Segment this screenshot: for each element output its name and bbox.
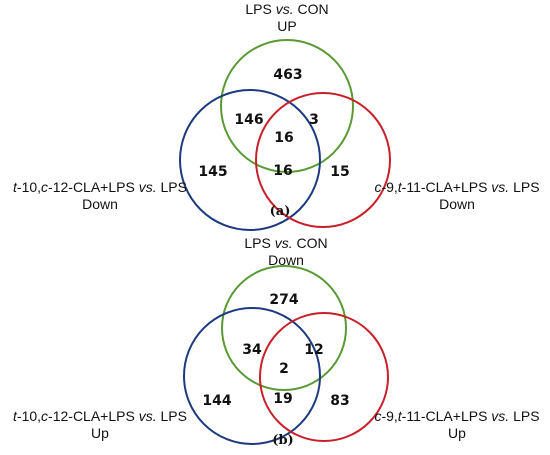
panel-a-count-lps-only: 463 — [273, 67, 302, 83]
panel-b-count-all: 2 — [279, 361, 289, 377]
panel-b-count-t10-only: 144 — [202, 393, 231, 409]
panel-a-count-lps-c9: 3 — [309, 112, 319, 128]
panel-b-lps-label: LPS vs. CON — [244, 235, 327, 251]
panel-b-count-lps-c9: 12 — [304, 342, 323, 358]
panel-a-t10-circle — [179, 89, 321, 231]
panel-b-c9-direction: Up — [448, 425, 466, 441]
panel-a-lps-direction: UP — [277, 18, 296, 34]
panel-a-count-lps-t10: 146 — [234, 112, 263, 128]
panel-b-lps-direction: Down — [268, 252, 304, 268]
panel-a-count-all: 16 — [274, 130, 293, 146]
panel-b-c9-circle — [259, 312, 389, 442]
panel-b-c9-label: c-9,t-11-CLA+LPS vs. LPS — [374, 408, 539, 424]
panel-a-t10-direction: Down — [82, 196, 118, 212]
panel-b-count-lps-only: 274 — [269, 292, 298, 308]
panel-b-tag: (b) — [272, 433, 293, 448]
panel-a-t10-label: t-10,c-12-CLA+LPS vs. LPS — [13, 179, 187, 195]
panel-a-count-c9-only: 15 — [330, 164, 349, 180]
panel-b-t10-label: t-10,c-12-CLA+LPS vs. LPS — [13, 408, 187, 424]
panel-a-lps-circle — [220, 39, 354, 173]
panel-a-c9-circle — [255, 92, 391, 228]
panel-b-t10-circle — [183, 307, 321, 445]
panel-b-count-t10-c9: 19 — [273, 391, 292, 407]
panel-a-c9-label: c-9,t-11-CLA+LPS vs. LPS — [374, 179, 539, 195]
panel-b: LPS vs. CON Down t-10,c-12-CLA+LPS vs. L… — [13, 235, 540, 448]
panel-a-count-t10-only: 145 — [198, 164, 227, 180]
panel-a-tag: (a) — [270, 204, 291, 219]
panel-b-t10-direction: Up — [91, 425, 109, 441]
panel-a-c9-direction: Down — [439, 196, 475, 212]
panel-b-count-lps-t10: 34 — [242, 342, 262, 358]
panel-a: LPS vs. CON UP t-10,c-12-CLA+LPS vs. LPS… — [13, 1, 540, 231]
panel-a-lps-label: LPS vs. CON — [245, 1, 328, 17]
panel-b-count-c9-only: 83 — [330, 393, 349, 409]
panel-a-count-t10-c9: 16 — [273, 163, 292, 179]
panel-b-lps-circle — [221, 265, 347, 391]
